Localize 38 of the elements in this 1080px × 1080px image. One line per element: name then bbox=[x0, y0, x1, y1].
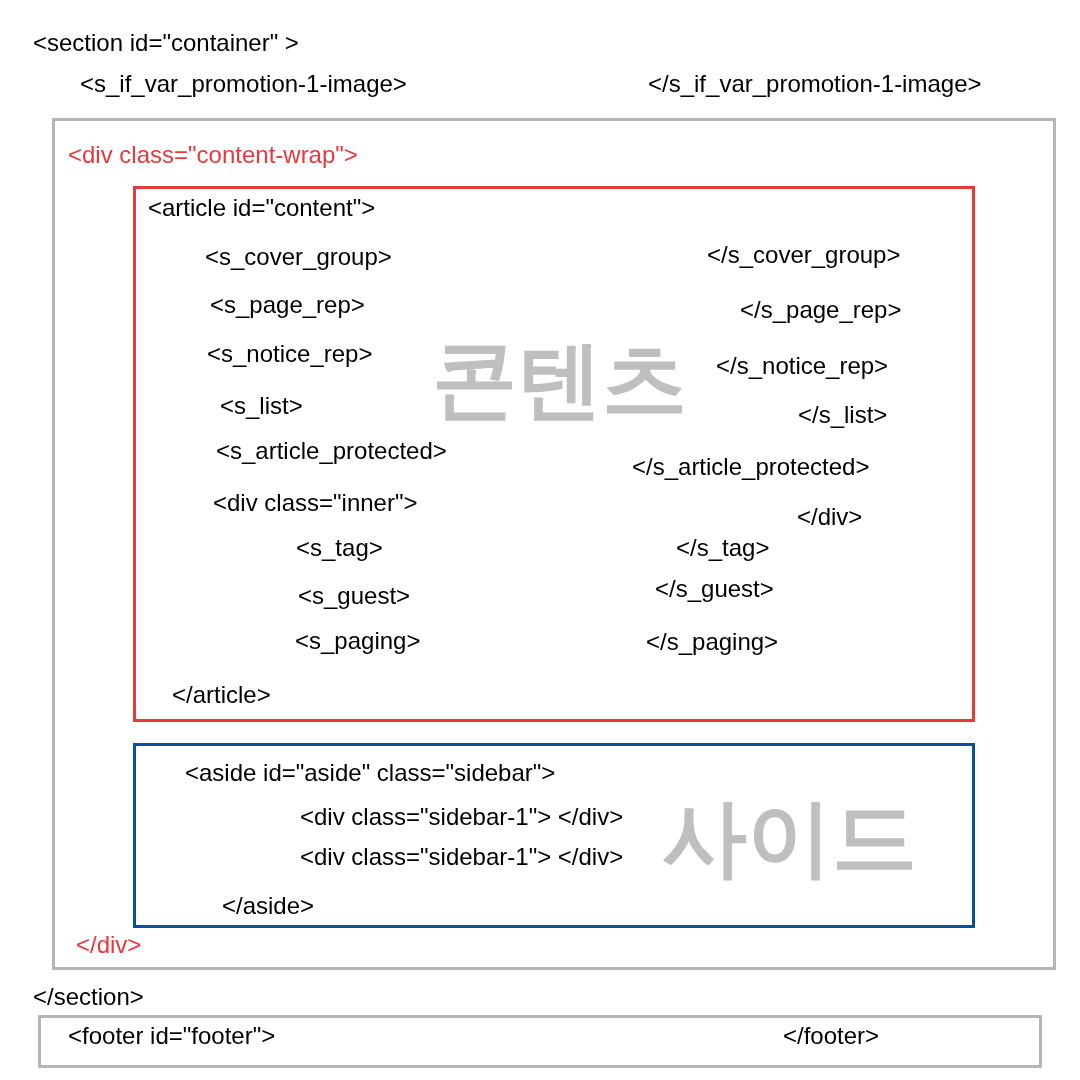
tag-text: <div class="inner"> bbox=[213, 489, 418, 517]
tag-text: </article> bbox=[172, 681, 271, 709]
tag-text: </s_tag> bbox=[676, 534, 770, 562]
tag-text: </s_cover_group> bbox=[707, 241, 901, 269]
tag-text: <s_if_var_promotion-1-image> bbox=[80, 70, 407, 98]
tag-text: <s_article_protected> bbox=[216, 437, 447, 465]
area-title: 콘텐츠 bbox=[432, 332, 687, 428]
tag-text: </section> bbox=[33, 983, 144, 1011]
tag-text: <div class="content-wrap"> bbox=[68, 141, 358, 169]
tag-text: </s_article_protected> bbox=[632, 453, 870, 481]
tag-text: <aside id="aside" class="sidebar"> bbox=[185, 759, 556, 787]
outer-frame bbox=[52, 118, 1056, 970]
tag-text: <s_cover_group> bbox=[205, 243, 392, 271]
tag-text: </s_page_rep> bbox=[740, 296, 902, 324]
content-area-box bbox=[133, 186, 975, 722]
tag-text: <s_list> bbox=[220, 392, 303, 420]
tag-text: <s_page_rep> bbox=[210, 291, 365, 319]
tag-text: <s_notice_rep> bbox=[207, 340, 373, 368]
tag-text: <footer id="footer"> bbox=[68, 1022, 276, 1050]
tag-text: </div> bbox=[76, 931, 142, 959]
tag-text: <s_tag> bbox=[296, 534, 383, 562]
tag-text: <s_guest> bbox=[298, 582, 411, 610]
tag-text: </div> bbox=[797, 503, 863, 531]
tag-text: </s_guest> bbox=[655, 575, 774, 603]
tag-text: <s_paging> bbox=[295, 627, 421, 655]
tag-text: </s_if_var_promotion-1-image> bbox=[648, 70, 982, 98]
tag-text: <article id="content"> bbox=[148, 194, 376, 222]
area-title: 사이드 bbox=[662, 790, 917, 886]
tag-text: </s_notice_rep> bbox=[716, 352, 889, 380]
tag-text: <section id="container" > bbox=[33, 29, 299, 57]
footer-box bbox=[38, 1015, 1042, 1068]
tag-text: </aside> bbox=[222, 892, 315, 920]
sidebar-area-box bbox=[133, 743, 975, 928]
tag-text: </footer> bbox=[783, 1022, 880, 1050]
tag-text: <div class="sidebar-1"> </div> bbox=[300, 803, 624, 831]
tag-text: <div class="sidebar-1"> </div> bbox=[300, 843, 624, 871]
tag-text: </s_list> bbox=[798, 401, 888, 429]
tag-text: </s_paging> bbox=[646, 628, 779, 656]
